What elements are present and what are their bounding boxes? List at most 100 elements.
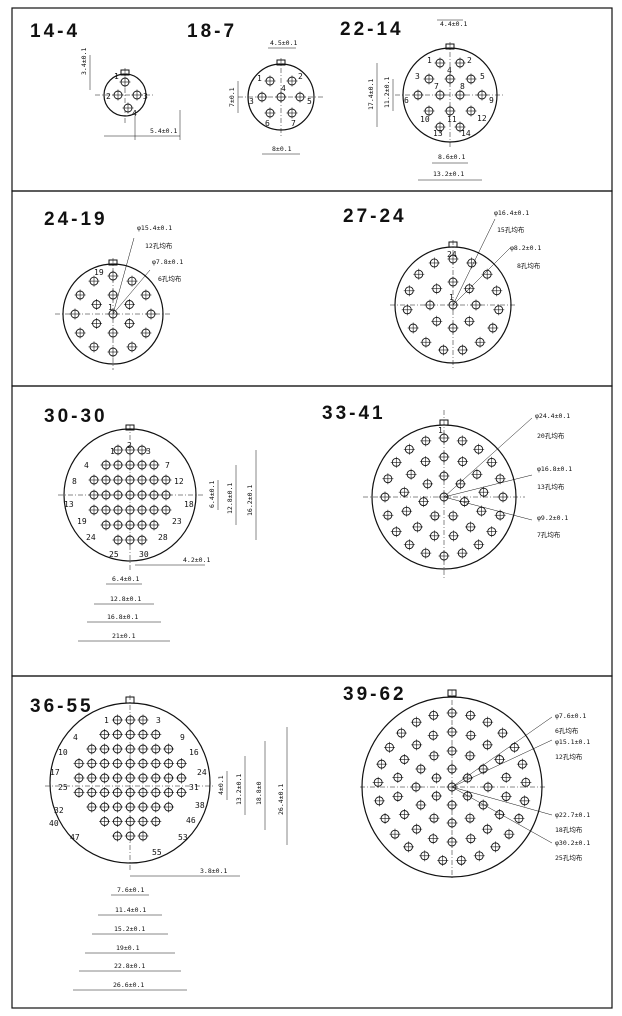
pin-hole [428, 812, 440, 824]
pin-hole [446, 763, 458, 775]
pin-hole [112, 504, 124, 516]
pin-label-36-55-53: 53 [178, 833, 188, 842]
pin-label-36-55-46: 46 [186, 816, 196, 825]
pin-hole [473, 539, 485, 551]
pin-hole [520, 776, 532, 788]
pin-hole [457, 456, 469, 468]
pin-label-30-30-12: 12 [174, 477, 184, 486]
pin-hole [137, 758, 149, 769]
pin-hole [430, 790, 442, 802]
pin-label-30-30-18: 18 [184, 500, 194, 509]
pin-hole [99, 743, 111, 755]
pin-hole [519, 795, 531, 807]
pin-hole [137, 801, 149, 813]
dim-36-55-v3: 18.8±0 [255, 781, 263, 805]
pin-hole [407, 322, 419, 334]
pin-label-30-30-1: 1 [110, 447, 115, 456]
pin-labels-36-55: 1 3 4 9 10 16 17 24 25 31 32 38 40 46 47… [49, 716, 207, 857]
pin-hole [494, 809, 506, 820]
dim-30-30-h1: 6.4±0.1 [112, 575, 139, 583]
pin-hole [163, 772, 175, 784]
pin-label-30-30-23: 23 [172, 517, 182, 526]
title-14-4: 14-4 [30, 21, 80, 42]
pin-hole [438, 470, 450, 482]
pin-hole [454, 89, 466, 101]
pin-hole [437, 344, 449, 356]
pin-hole [150, 801, 162, 813]
pin-hole [494, 754, 506, 765]
pin-hole [160, 474, 172, 486]
dim-22-14-height: 17.4±0.1 [367, 79, 375, 110]
pin-hole [431, 283, 443, 295]
pin-label-36-55-4: 4 [73, 733, 78, 742]
pin-hole [73, 758, 85, 769]
pin-hole [100, 519, 112, 531]
pin-hole [465, 73, 477, 85]
pin-hole [136, 504, 148, 516]
pin-hole [264, 107, 276, 119]
pin-hole [107, 346, 119, 358]
pin-hole [163, 801, 175, 813]
pin-label-36-55-1: 1 [104, 716, 109, 725]
pin-label: 12 [477, 114, 487, 123]
note-27-24-2: φ8.2±0.1 [510, 244, 541, 252]
pin-hole [136, 474, 148, 486]
note-27-24-3: 8孔均布 [517, 261, 541, 270]
pin-label-30-30-25: 25 [109, 550, 119, 559]
pin-hole [150, 787, 162, 798]
pin-label: 3 [415, 72, 420, 81]
pin-hole [384, 741, 396, 753]
pin-hole [403, 443, 415, 455]
pin-hole [99, 801, 111, 813]
pin-hole [420, 435, 432, 447]
dim-30-30-h0: 4.2±0.1 [183, 556, 210, 564]
pin-label: 1 [114, 72, 119, 81]
pin-hole [447, 253, 459, 265]
pin-hole [150, 729, 162, 740]
pin-hole [73, 772, 85, 784]
pin-label: 2 [106, 92, 111, 101]
pin-hole [124, 729, 136, 740]
note-24-19-3: 6孔均布 [158, 274, 182, 283]
pin-hole [126, 341, 138, 353]
pin-label: 7 [434, 82, 439, 91]
pin-hole [493, 304, 505, 316]
dim-36-55-h4: 19±0.1 [116, 944, 140, 952]
pin-hole [91, 299, 103, 310]
pin-hole [428, 257, 440, 269]
pin-hole [482, 716, 494, 728]
title-36-55: 36-55 [30, 696, 94, 717]
pin-hole [112, 534, 124, 546]
pin-label-30-30-3: 3 [146, 447, 151, 456]
pin-hole [88, 489, 100, 501]
pin-hole [438, 432, 450, 444]
dim-14-4-height: 3.4±0.1 [80, 48, 88, 75]
pin-hole [124, 534, 136, 546]
pin-hole [398, 809, 410, 820]
pin-hole [444, 105, 456, 117]
pin-hole [111, 758, 123, 769]
pin-hole [99, 787, 111, 798]
pin-hole [264, 75, 276, 87]
note-33-41-1: 20孔均布 [537, 431, 565, 440]
pin-hole [411, 521, 423, 533]
pin-label-30-30-24: 24 [86, 533, 96, 542]
pin-hole [446, 726, 458, 738]
pin-hole [419, 456, 431, 468]
pin-hole [124, 816, 136, 827]
pin-hole [471, 468, 483, 480]
pin-hole [420, 336, 432, 348]
pin-hole [100, 504, 112, 516]
pin-hole [99, 816, 111, 827]
pin-hole [160, 489, 172, 501]
pin-label-36-55-3: 3 [156, 716, 161, 725]
pin-hole [428, 750, 440, 762]
title-39-62: 39-62 [343, 684, 407, 705]
pin-hole [91, 318, 103, 329]
pin-label-36-55-40: 40 [49, 819, 59, 828]
pin-hole [446, 836, 458, 848]
pin-hole [100, 459, 112, 471]
pin-hole [376, 758, 388, 770]
pin-hole [86, 787, 98, 798]
